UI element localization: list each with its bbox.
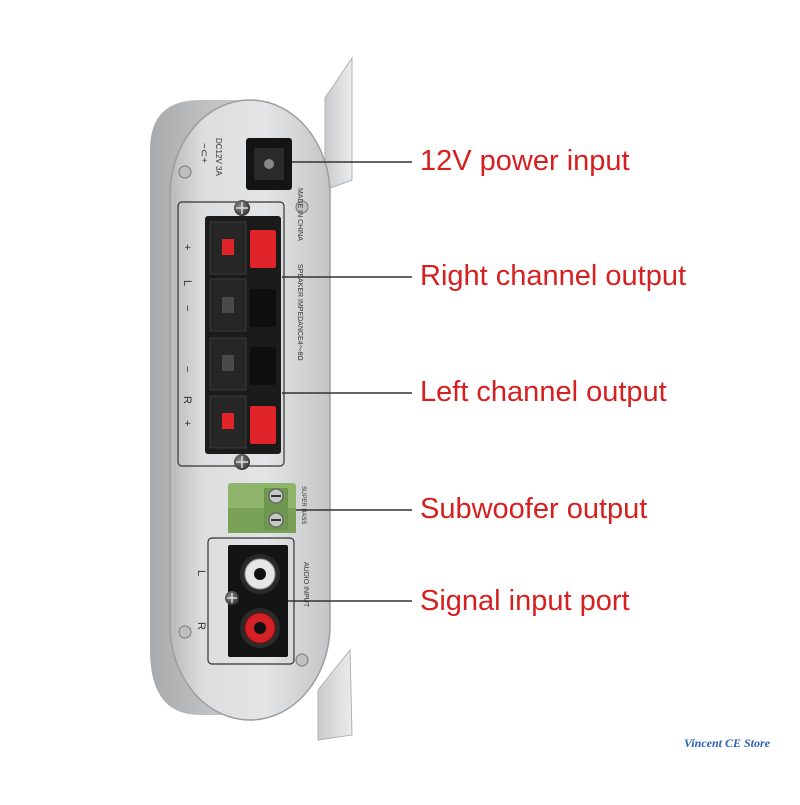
made-in-label: MADE IN CHINA bbox=[296, 188, 303, 241]
dc-jack bbox=[246, 138, 292, 190]
terminal-mark-1: + bbox=[181, 420, 193, 426]
callout-left-channel: Left channel output bbox=[420, 376, 667, 408]
super-bass-label: SUPER BASS bbox=[300, 486, 306, 524]
callout-signal-input: Signal input port bbox=[420, 585, 630, 617]
rca-screw-icon bbox=[225, 591, 239, 605]
subwoofer-connector bbox=[228, 483, 296, 533]
terminal-mark-6: + bbox=[181, 244, 193, 250]
audio-input-label: AUDIO INPUT bbox=[302, 562, 309, 608]
bottom-bracket bbox=[317, 648, 353, 741]
store-watermark: Vincent CE Store bbox=[683, 736, 770, 750]
terminal-mark-2: R bbox=[181, 396, 193, 404]
terminal-screw-icon bbox=[234, 200, 250, 470]
callout-lines bbox=[282, 161, 412, 602]
terminal-mark-3: − bbox=[181, 366, 193, 372]
dc-polarity-label: −⊂+ bbox=[198, 143, 209, 163]
panel-screw-icon bbox=[178, 165, 309, 667]
terminal-mark-5: L bbox=[181, 280, 193, 286]
callout-right-channel: Right channel output bbox=[420, 260, 687, 292]
terminal-mark-4: − bbox=[181, 305, 193, 311]
rca-l-label: L bbox=[195, 570, 207, 576]
speaker-impedance-label: SPEAKER IMPEDANCE4～8Ω bbox=[296, 264, 303, 361]
callout-subwoofer: Subwoofer output bbox=[420, 493, 648, 525]
rca-jacks bbox=[228, 545, 288, 657]
dc-rating-label: DC12V 3A bbox=[214, 138, 223, 176]
speaker-terminal-block bbox=[205, 216, 281, 454]
callout-power: 12V power input bbox=[420, 145, 630, 177]
rca-r-label: R bbox=[195, 622, 207, 630]
top-bracket bbox=[324, 56, 353, 191]
terminal-frame bbox=[177, 201, 285, 467]
